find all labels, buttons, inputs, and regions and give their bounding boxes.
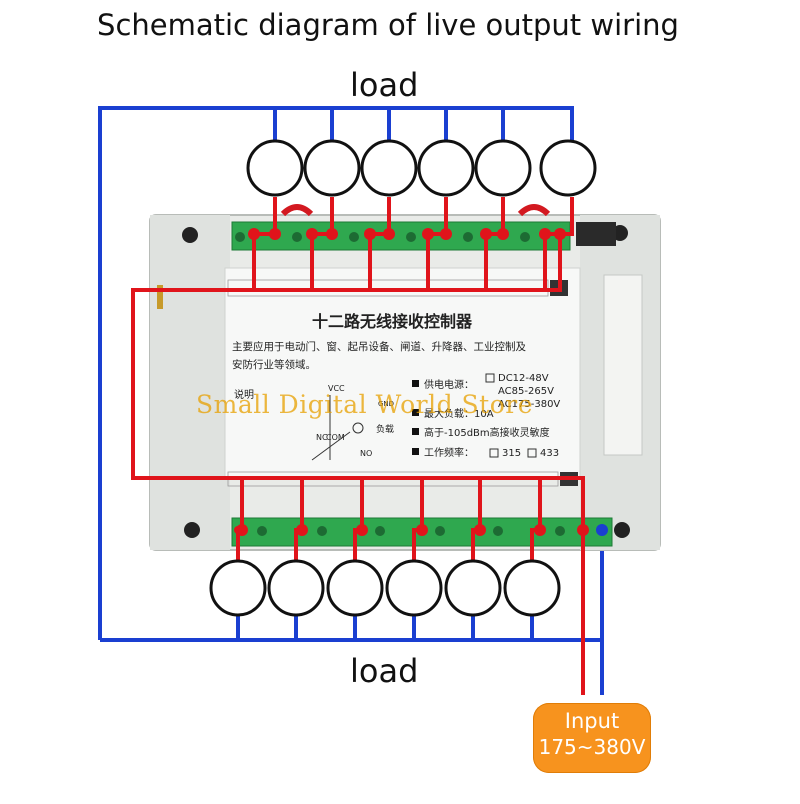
- board-desc-1: 主要应用于电动门、窗、起吊设备、闸道、升降器、工业控制及: [232, 340, 526, 353]
- board-spec-freq: 工作频率：: [424, 446, 474, 459]
- load-label-bottom: load: [350, 652, 419, 690]
- board-opt-ac2: AC175-380V: [498, 399, 560, 410]
- board-spec-load: 最大负载：10A: [424, 407, 494, 420]
- board-desc-2: 安防行业等领域。: [232, 358, 316, 371]
- warning-arrow-icon: [280, 204, 314, 217]
- board-note-label: 说明: [234, 388, 254, 401]
- load-circle: [503, 559, 561, 617]
- input-label: Input: [564, 709, 620, 733]
- load-circle: [444, 559, 502, 617]
- board-opt-ac1: AC85-265V: [498, 386, 554, 397]
- board-spec-power: 供电电源：: [424, 378, 474, 391]
- board-nc: NC: [316, 433, 328, 442]
- top-loads: [246, 139, 597, 197]
- neutral-wires: [98, 106, 604, 695]
- input-voltage: 175~380V: [538, 735, 646, 759]
- board-printing: 十二路无线接收控制器 主要应用于电动门、窗、起吊设备、闸道、升降器、工业控制及 …: [232, 312, 560, 461]
- load-circle: [267, 559, 325, 617]
- load-circle: [209, 559, 267, 617]
- board-vcc: VCC: [328, 384, 345, 393]
- antenna: [157, 285, 163, 309]
- board-spec-sens: 高于-105dBm高接收灵敏度: [424, 426, 550, 439]
- board-freq-a: 315: [502, 448, 521, 459]
- warning-arrow-icon: [517, 204, 551, 217]
- relay-connector: [576, 222, 616, 246]
- load-circle: [246, 139, 304, 197]
- board-freq-b: 433: [540, 448, 559, 459]
- load-circle: [539, 139, 597, 197]
- mount-hole: [182, 227, 198, 243]
- mount-hole: [614, 522, 630, 538]
- bottom-loads: [209, 559, 561, 617]
- load-circle: [385, 559, 443, 617]
- store-watermark: Small Digital World Store: [196, 390, 534, 419]
- load-circle: [326, 559, 384, 617]
- load-label-top: load: [350, 66, 419, 104]
- board-opt-dc: DC12-48V: [498, 373, 549, 384]
- neutral-terminal: [596, 524, 608, 536]
- load-circle: [360, 139, 418, 197]
- board-no: NO: [360, 449, 372, 458]
- board-com: COM: [326, 433, 345, 442]
- board-load: 负载: [376, 423, 394, 435]
- board-heading: 十二路无线接收控制器: [312, 312, 473, 331]
- load-circle: [417, 139, 475, 197]
- input-badge: Input 175~380V: [533, 703, 651, 773]
- load-circle: [474, 139, 532, 197]
- board-gnd: GND: [378, 400, 394, 408]
- live-terminals: [234, 228, 589, 536]
- label-panel: [224, 267, 581, 487]
- diagram-title: Schematic diagram of live output wiring: [97, 8, 679, 42]
- load-circle: [303, 139, 361, 197]
- mount-hole: [184, 522, 200, 538]
